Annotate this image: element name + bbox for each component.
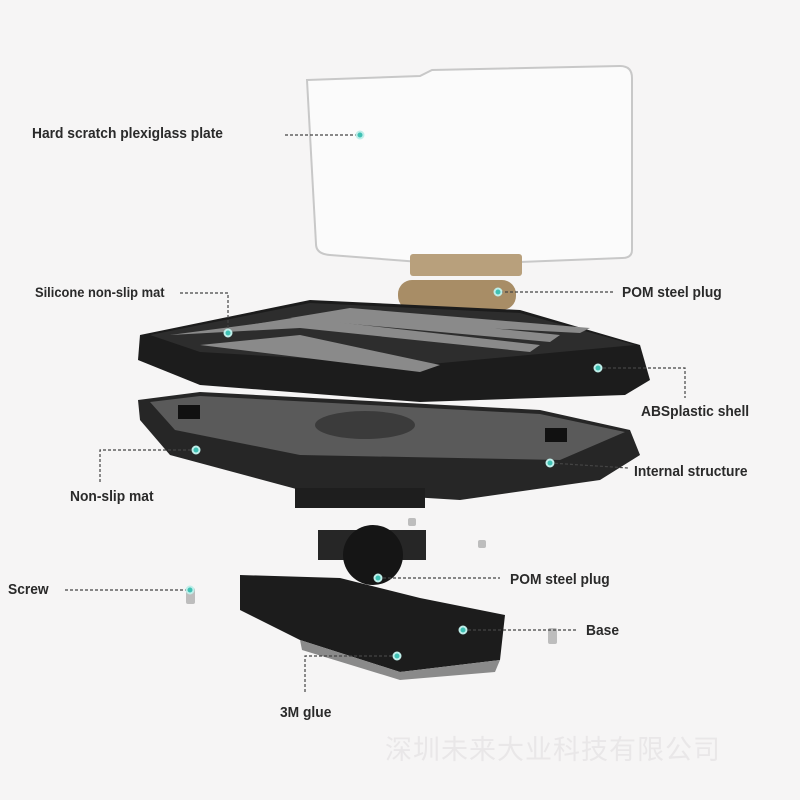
hinge-bracket: [410, 254, 522, 276]
label-3m-glue: 3M glue: [280, 704, 332, 721]
pom-plug-cylinder: [398, 280, 516, 310]
watermark: 深圳未来大业科技有限公司: [385, 735, 721, 766]
mount-plate: [295, 488, 425, 508]
label-pom-plug-bottom: POM steel plug: [510, 571, 610, 588]
label-nonslip-mat: Non-slip mat: [70, 488, 154, 505]
label-base: Base: [586, 622, 619, 639]
plexiglass-plate: [305, 64, 633, 263]
leader-lines: [65, 134, 686, 692]
label-silicone-mat: Silicone non-slip mat: [35, 284, 165, 300]
label-pom-plug-top: POM steel plug: [622, 284, 722, 301]
label-plexiglass-plate: Hard scratch plexiglass plate: [32, 125, 223, 142]
silicone-strips: [170, 308, 590, 372]
label-internal-structure: Internal structure: [634, 463, 748, 480]
label-screw: Screw: [8, 581, 49, 598]
base: [240, 575, 505, 672]
callout-dots: [185, 130, 603, 661]
label-abs-shell: ABSplastic shell: [641, 403, 750, 420]
ball-joint: [343, 525, 403, 585]
